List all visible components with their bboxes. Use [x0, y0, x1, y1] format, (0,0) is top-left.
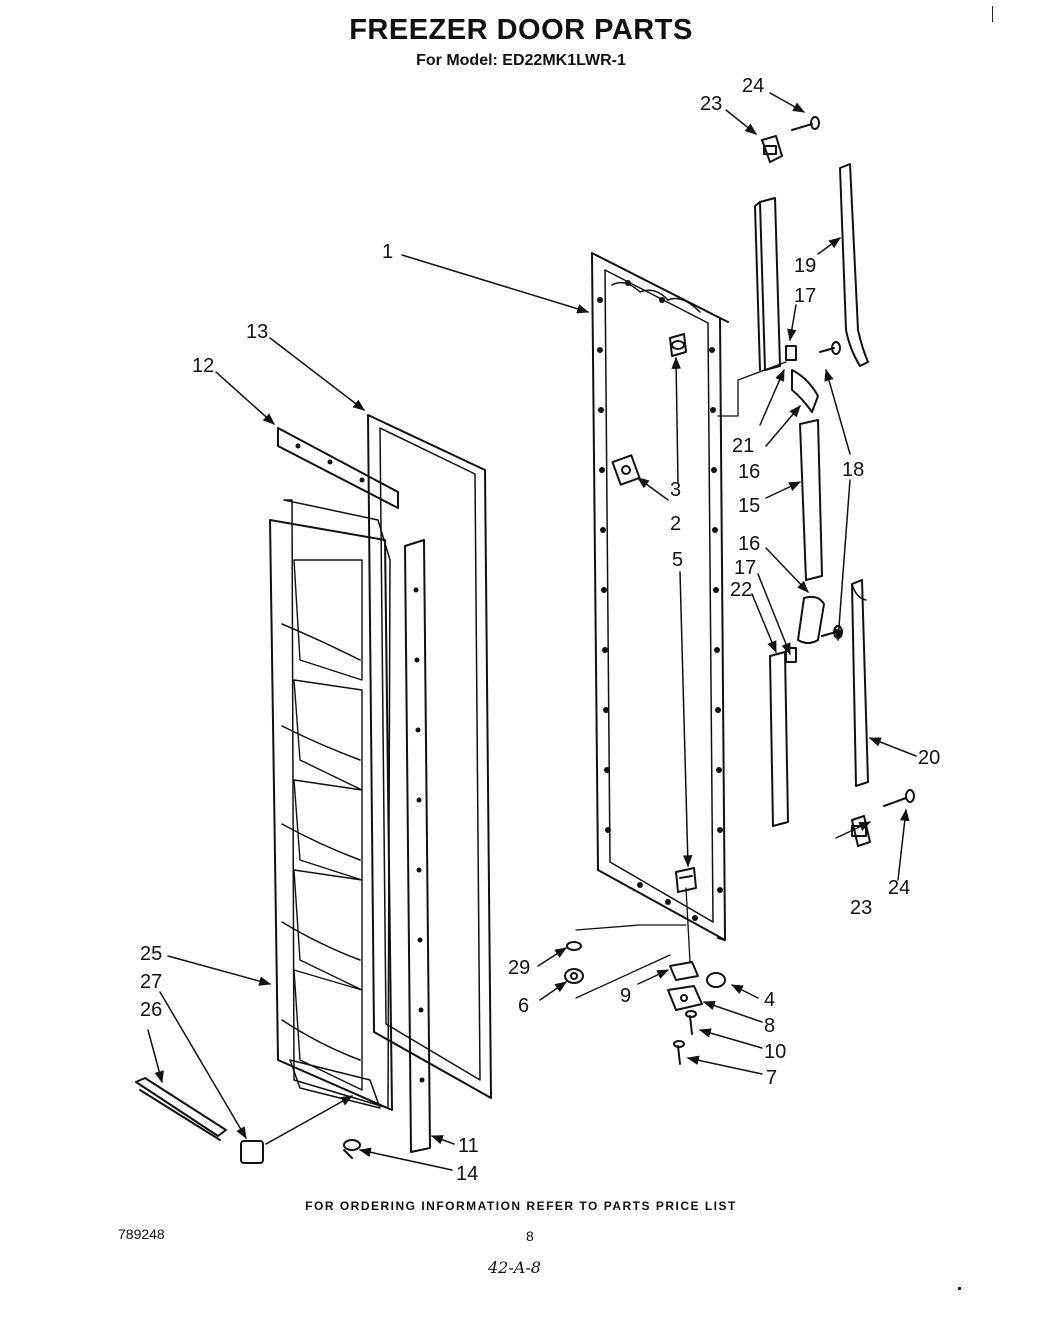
- callout-24-bottom: 24: [888, 877, 910, 899]
- callout-21: 21: [732, 435, 754, 457]
- lower-handle-trim: [851, 579, 869, 787]
- panel-screw-holes: [597, 280, 723, 921]
- hinge-screw-24-bottom: [883, 789, 915, 807]
- callout-15: 15: [738, 495, 760, 517]
- callout-1: 1: [382, 241, 393, 263]
- callout-16-upper: 16: [738, 461, 760, 483]
- upper-hinge-plug: [669, 333, 687, 357]
- hinge-plate-9: [669, 961, 699, 981]
- hinge-screw-10: [685, 1010, 697, 1035]
- leader-lines: [147, 92, 917, 1171]
- hinge-screw-7: [673, 1040, 685, 1065]
- callout-29: 29: [508, 957, 530, 979]
- clip-17-upper: [785, 345, 797, 361]
- corner-mark-bottom: [958, 1287, 961, 1290]
- hinge-cap-23-top: [761, 135, 783, 163]
- callout-9: 9: [620, 985, 631, 1007]
- callout-16-lower: 16: [738, 533, 760, 555]
- callout-6: 6: [518, 995, 529, 1017]
- callout-25: 25: [140, 943, 162, 965]
- model-subtitle: For Model: ED22MK1LWR-1: [416, 52, 626, 69]
- callout-10: 10: [764, 1041, 786, 1063]
- handle-screw-upper: [819, 341, 841, 355]
- page-number: 8: [526, 1228, 534, 1244]
- callout-5: 5: [672, 549, 683, 571]
- document-id: 789248: [118, 1226, 165, 1242]
- clip-17-lower: [785, 647, 797, 663]
- callout-12: 12: [192, 355, 214, 377]
- callout-22: 22: [730, 579, 752, 601]
- lower-hinge-plug: [675, 867, 697, 893]
- callout-8: 8: [764, 1015, 775, 1037]
- callout-14: 14: [456, 1163, 478, 1185]
- handle-tube: [799, 419, 823, 581]
- callout-3: 3: [670, 479, 681, 501]
- callout-24-top: 24: [742, 75, 764, 97]
- callout-2: 2: [670, 513, 681, 535]
- gasket-retainer-strip: [404, 539, 431, 1153]
- callout-26: 26: [140, 999, 162, 1021]
- callout-13: 13: [246, 321, 268, 343]
- callout-23-top: 23: [700, 93, 722, 115]
- callout-18: 18: [842, 459, 864, 481]
- ordering-note: FOR ORDERING INFORMATION REFER TO PARTS …: [305, 1199, 737, 1213]
- hinge-screw-24-top: [791, 116, 820, 131]
- handwritten-note: 42-A-8: [488, 1258, 541, 1277]
- callout-7: 7: [766, 1067, 777, 1089]
- hinge-cap-23-bottom: [851, 815, 871, 847]
- inner-door-liner: [269, 499, 393, 1111]
- assembly-relation-lines: [575, 361, 787, 999]
- upper-handle-mount: [754, 197, 781, 371]
- callout-19: 19: [794, 255, 816, 277]
- callout-4: 4: [764, 989, 775, 1011]
- callout-27: 27: [140, 971, 162, 993]
- bottom-trim-strip: [135, 1077, 227, 1141]
- outer-door-panel: [591, 252, 729, 941]
- upper-handle-end-cap: [791, 369, 819, 413]
- door-stop-bracket: [611, 454, 641, 486]
- trim-end-cap: [240, 1140, 264, 1164]
- callout-17-upper: 17: [794, 285, 816, 307]
- lower-handle-mount: [769, 651, 789, 827]
- callout-20: 20: [918, 747, 940, 769]
- hinge-cap-4: [706, 972, 726, 988]
- liner-screw: [343, 1139, 361, 1159]
- lower-handle-end-cap: [797, 595, 825, 644]
- corner-mark: [992, 6, 993, 22]
- callout-11: 11: [458, 1135, 479, 1157]
- hinge-bushing-6: [564, 968, 584, 984]
- upper-handle-trim: [839, 163, 869, 367]
- callout-labels: 1 2 3 4 5 6 7 8 9 10 11 12 13 14 15 16 1…: [140, 75, 940, 1185]
- door-gasket: [367, 414, 492, 1099]
- callout-23-bottom: 23: [850, 897, 872, 919]
- page-title: FREEZER DOOR PARTS: [349, 14, 693, 46]
- top-trim-strip: [277, 427, 399, 509]
- callout-17-lower: 17: [734, 557, 756, 579]
- hinge-pin-bushing-29: [566, 941, 582, 951]
- hinge-bracket-8: [667, 985, 703, 1011]
